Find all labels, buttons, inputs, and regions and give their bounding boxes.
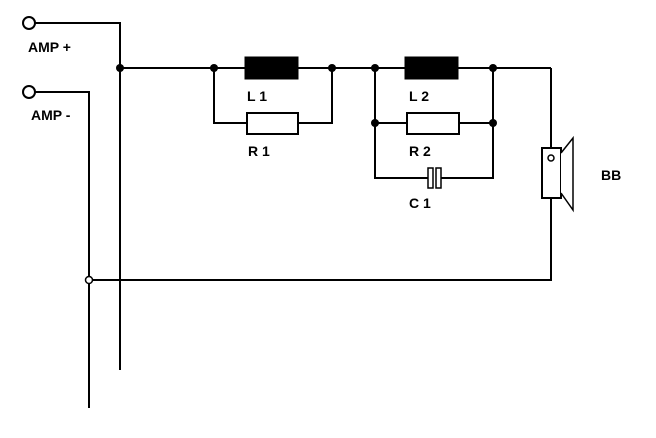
speaker-label: BB — [601, 167, 621, 183]
wire-branch2-right — [444, 68, 494, 179]
capacitor-c1 — [425, 167, 444, 189]
l1-label: L 1 — [247, 88, 267, 104]
r2-label: R 2 — [409, 143, 431, 159]
junction-dot — [116, 64, 124, 72]
amp-minus-terminal — [22, 85, 90, 408]
wire-branch2-left — [374, 68, 425, 179]
resistor-r1 — [246, 112, 299, 135]
resistor-r2 — [406, 112, 460, 135]
inductor-l2 — [404, 56, 459, 80]
junction-dot — [210, 64, 218, 72]
junction-dot — [371, 119, 379, 127]
junction-dot — [489, 64, 497, 72]
junction-dot — [489, 119, 497, 127]
speaker-bb-icon — [541, 135, 574, 213]
l2-label: L 2 — [409, 88, 429, 104]
amp-plus-terminal — [22, 16, 121, 370]
amp-plus-label: AMP + — [28, 39, 71, 55]
junction-dot — [371, 64, 379, 72]
crossover-open-node — [84, 275, 94, 285]
wire-r1-left — [213, 68, 247, 124]
inductor-l1 — [244, 56, 299, 80]
wire-return — [89, 198, 552, 281]
wire-r1-right — [298, 68, 333, 124]
c1-label: C 1 — [409, 195, 431, 211]
junction-dot — [328, 64, 336, 72]
amp-minus-label: AMP - — [31, 107, 71, 123]
r1-label: R 1 — [248, 143, 270, 159]
